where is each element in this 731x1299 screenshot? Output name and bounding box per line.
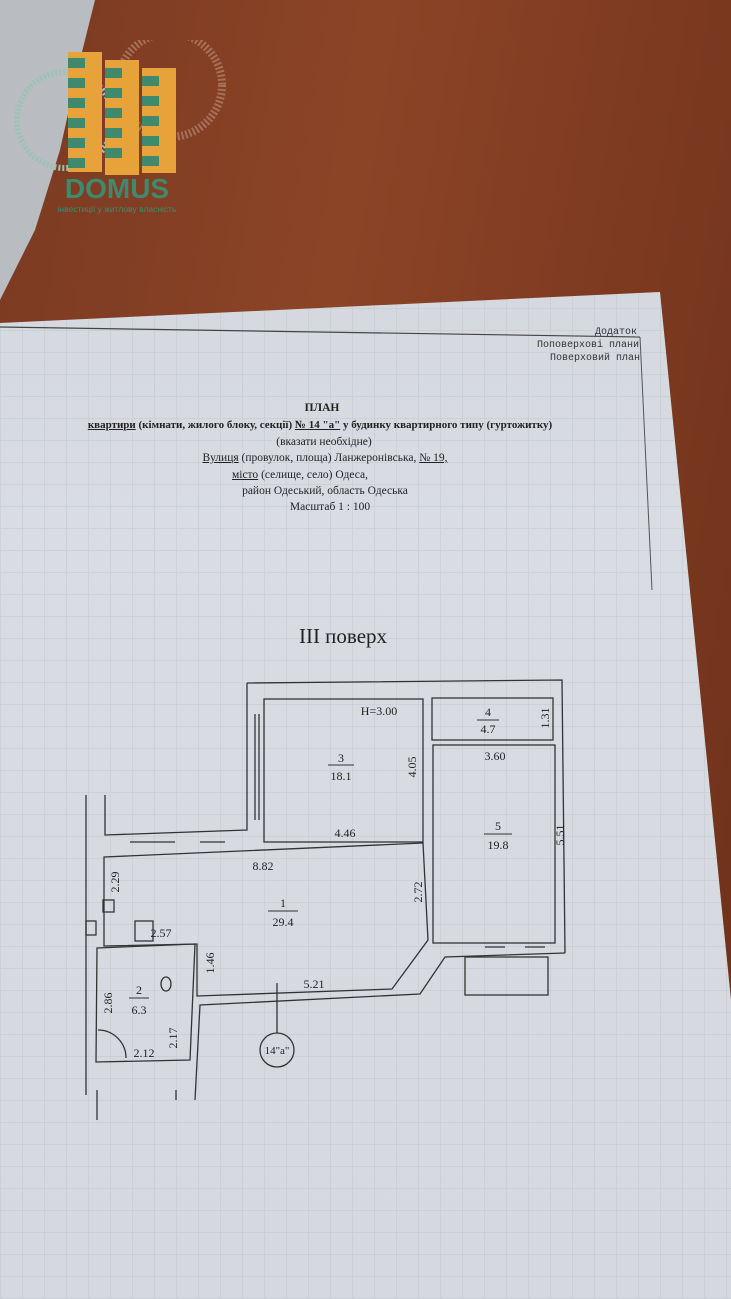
dim-4-46: 4.46 bbox=[335, 826, 356, 840]
dim-4-05: 4.05 bbox=[405, 757, 419, 778]
header-floor-plan: Поверховий план bbox=[549, 353, 640, 364]
city-text: (селище, село) Одеса, bbox=[258, 469, 369, 481]
scale-text: Масштаб 1 : 100 bbox=[289, 501, 371, 513]
logo-towers bbox=[68, 52, 176, 175]
street-label: Вулиця bbox=[202, 452, 239, 464]
room-5-number: 5 bbox=[495, 819, 501, 833]
dim-2-29: 2.29 bbox=[108, 872, 122, 893]
radiator-icon bbox=[85, 920, 97, 936]
dim-2-86: 2.86 bbox=[101, 993, 115, 1014]
sink-icon bbox=[102, 899, 115, 913]
city-label: місто bbox=[231, 469, 259, 481]
header-floor-plans: Поповерхові плани bbox=[536, 340, 639, 351]
dim-3-60: 3.60 bbox=[485, 749, 506, 763]
dim-2-57: 2.57 bbox=[151, 926, 172, 940]
room-2-area: 6.3 bbox=[132, 1003, 147, 1017]
dim-5-21: 5.21 bbox=[304, 977, 325, 991]
floor-title: III поверх bbox=[298, 624, 388, 648]
title-line-4: місто (селище, село) Одеса, bbox=[232, 469, 368, 481]
logo-tagline: інвестиції у житлову власність bbox=[58, 204, 178, 214]
room-1-number: 1 bbox=[280, 896, 286, 910]
title-apartment-number: № 14 "а" bbox=[294, 419, 341, 431]
logo-name: DOMUS bbox=[65, 173, 169, 204]
room-1-area: 29.4 bbox=[273, 915, 294, 929]
title-line-2: (вказати необхідне) bbox=[276, 436, 372, 448]
dim-2-17: 2.17 bbox=[166, 1028, 180, 1049]
title-line-3: Вулиця (провулок, площа) Ланжеронівська,… bbox=[203, 452, 448, 464]
shower-icon bbox=[97, 1029, 127, 1059]
room-2-number: 2 bbox=[136, 983, 142, 997]
plan-heading: ПЛАН bbox=[304, 402, 340, 414]
dim-8-82: 8.82 bbox=[253, 859, 274, 873]
dim-2-12: 2.12 bbox=[134, 1046, 155, 1060]
dim-2-72: 2.72 bbox=[411, 882, 425, 903]
dim-5-51: 5.51 bbox=[553, 825, 567, 846]
room-4-number: 4 bbox=[485, 705, 491, 719]
title-text-a: (кімнати, жилого блоку, секції) bbox=[135, 419, 295, 431]
title-apartment: квартири bbox=[87, 419, 136, 431]
title-line-5: район Одеський, область Одеська bbox=[242, 485, 408, 497]
building-number: № 19, bbox=[419, 452, 448, 464]
stove-icon bbox=[134, 920, 154, 942]
header-appendix: Додаток bbox=[594, 327, 637, 338]
plan-walls bbox=[85, 679, 566, 1120]
room-3-number: 3 bbox=[338, 751, 344, 765]
title-line-1: квартири (кімнати, жилого блоку, секції)… bbox=[88, 419, 552, 431]
dim-1-46: 1.46 bbox=[203, 953, 217, 974]
domus-logo: DOMUS інвестиції у житлову власність bbox=[14, 40, 226, 214]
room-5-area: 19.8 bbox=[488, 838, 509, 852]
room-4-area: 4.7 bbox=[481, 722, 496, 736]
street-text: (провулок, площа) Ланжеронівська, bbox=[238, 452, 420, 464]
toilet-icon bbox=[160, 976, 172, 992]
apartment-label: 14"а" bbox=[265, 1045, 290, 1057]
dim-1-31: 1.31 bbox=[538, 708, 552, 729]
title-text-b: у будинку квартирного типу (гуртожитку) bbox=[340, 419, 553, 431]
ceiling-height: H=3.00 bbox=[361, 704, 397, 718]
room-3-area: 18.1 bbox=[331, 769, 352, 783]
